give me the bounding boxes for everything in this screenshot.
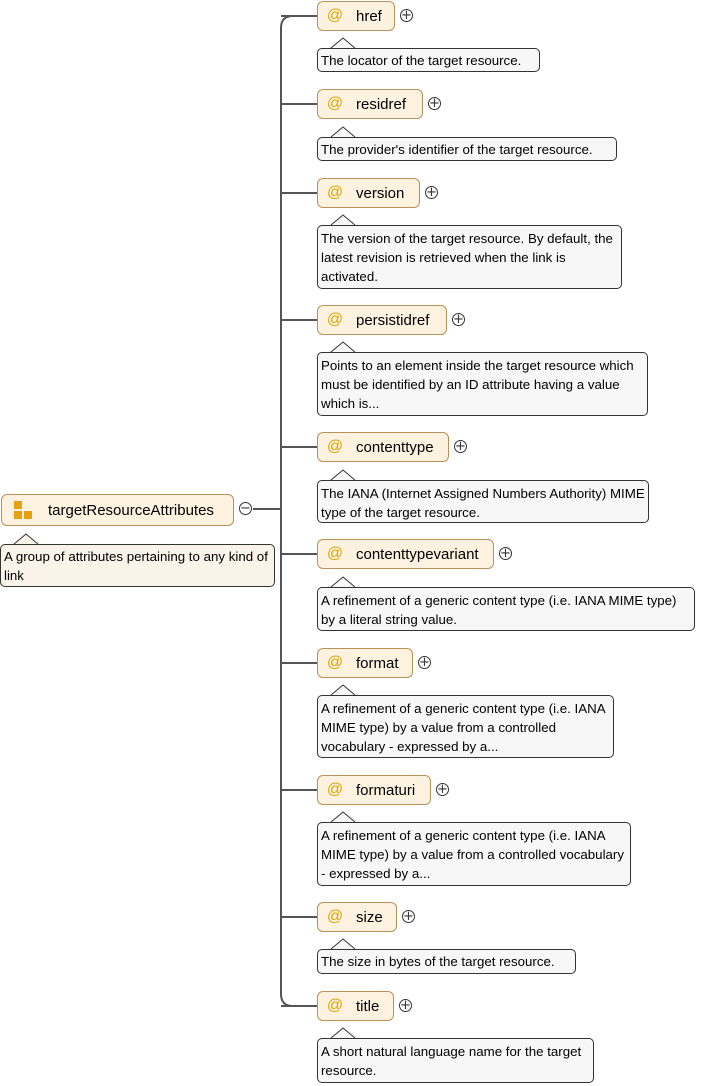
root-node-name: targetResourceAttributes (48, 501, 214, 519)
attribute-name: href (356, 7, 382, 25)
attribute-icon: @ (326, 908, 344, 925)
attribute-name: contenttypevariant (356, 545, 479, 563)
attribute-node-format[interactable]: @ format (317, 648, 413, 678)
attribute-name: size (356, 908, 383, 926)
doc-pointer (330, 576, 356, 588)
attribute-documentation: Points to an element inside the target r… (317, 352, 648, 416)
attribute-documentation: A refinement of a generic content type (… (317, 822, 631, 886)
doc-pointer (330, 469, 356, 481)
attribute-name: persistidref (356, 311, 430, 329)
doc-pointer (330, 37, 356, 49)
expand-toggle-icon[interactable]: + (452, 312, 465, 327)
attribute-documentation: The version of the target resource. By d… (317, 225, 622, 289)
attribute-node-title[interactable]: @ title (317, 991, 394, 1021)
expand-toggle-icon[interactable]: + (425, 185, 438, 200)
attribute-node-formaturi[interactable]: @ formaturi (317, 775, 431, 805)
attribute-node-contenttype[interactable]: @ contenttype (317, 432, 449, 462)
attribute-documentation: The size in bytes of the target resource… (317, 949, 576, 974)
expand-toggle-icon[interactable]: + (399, 998, 412, 1013)
attribute-documentation: The IANA (Internet Assigned Numbers Auth… (317, 480, 649, 523)
attribute-node-size[interactable]: @ size (317, 902, 397, 932)
root-documentation: A group of attributes pertaining to any … (0, 544, 275, 587)
doc-pointer (330, 1027, 356, 1039)
attribute-node-contenttypevariant[interactable]: @ contenttypevariant (317, 539, 494, 569)
root-group-node[interactable]: targetResourceAttributes (1, 494, 234, 526)
attribute-icon: @ (326, 545, 344, 562)
doc-pointer (330, 126, 356, 138)
attribute-icon: @ (326, 781, 344, 798)
attribute-icon: @ (326, 184, 344, 201)
attribute-name: contenttype (356, 438, 434, 456)
doc-pointer (330, 938, 356, 950)
group-icon (14, 501, 34, 519)
collapse-toggle-icon[interactable]: − (239, 501, 252, 516)
attribute-documentation: A refinement of a generic content type (… (317, 587, 695, 631)
doc-pointer (330, 684, 356, 696)
attribute-documentation: The provider's identifier of the target … (317, 137, 617, 161)
trunk-line (280, 15, 317, 1007)
expand-toggle-icon[interactable]: + (400, 8, 413, 23)
attribute-name: residref (356, 95, 407, 113)
attribute-node-persistidref[interactable]: @ persistidref (317, 305, 447, 335)
root-doc-pointer (13, 533, 39, 545)
attribute-icon: @ (326, 438, 344, 455)
attribute-name: title (356, 997, 380, 1015)
expand-toggle-icon[interactable]: + (402, 909, 415, 924)
attribute-name: format (356, 654, 399, 672)
doc-pointer (330, 811, 356, 823)
attribute-node-residref[interactable]: @ residref (317, 89, 423, 119)
attribute-name: version (356, 184, 405, 202)
expand-toggle-icon[interactable]: + (454, 439, 467, 454)
attribute-node-href[interactable]: @ href (317, 1, 395, 31)
doc-pointer (330, 341, 356, 353)
attribute-node-version[interactable]: @ version (317, 178, 420, 208)
expand-toggle-icon[interactable]: + (436, 782, 449, 797)
attribute-documentation: The locator of the target resource. (317, 48, 540, 72)
expand-toggle-icon[interactable]: + (428, 96, 441, 111)
attribute-documentation: A refinement of a generic content type (… (317, 695, 614, 758)
attribute-icon: @ (326, 95, 344, 112)
attribute-icon: @ (326, 311, 344, 328)
doc-pointer (330, 214, 356, 226)
attribute-documentation: A short natural language name for the ta… (317, 1038, 594, 1083)
attribute-icon: @ (326, 654, 344, 671)
expand-toggle-icon[interactable]: + (499, 546, 512, 561)
attribute-icon: @ (326, 7, 344, 24)
expand-toggle-icon[interactable]: + (418, 655, 431, 670)
root-doc-text: A group of attributes pertaining to any … (4, 549, 268, 583)
attribute-icon: @ (326, 997, 344, 1014)
attribute-name: formaturi (356, 781, 416, 799)
